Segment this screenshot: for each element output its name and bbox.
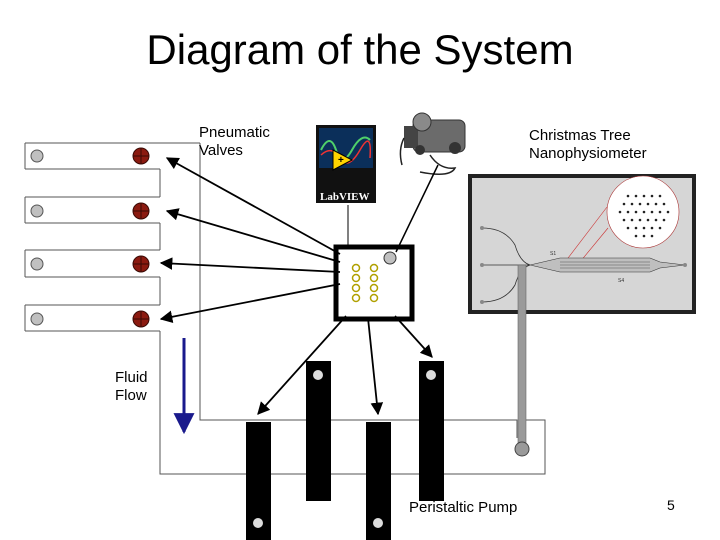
valve-channel-2 xyxy=(24,169,161,224)
air-line xyxy=(395,164,439,253)
svg-text:LabVIEW: LabVIEW xyxy=(320,191,370,203)
pump-roller-3 xyxy=(366,422,391,540)
page-number: 5 xyxy=(667,497,675,513)
fluid-flow-label: Fluid Flow xyxy=(115,369,148,404)
pneumatic-valves-label: Pneumatic Valves xyxy=(199,124,270,159)
controller-port xyxy=(383,251,397,265)
svg-text:+: + xyxy=(338,155,344,166)
pump-roller-1 xyxy=(246,422,271,540)
device-label-s4: S4 xyxy=(618,278,624,284)
manifold-channel xyxy=(159,143,546,475)
labview-logo: + LabVIEW xyxy=(316,125,376,203)
outlet-tube xyxy=(514,264,530,457)
device-label-s1: S1 xyxy=(550,251,556,257)
nanophysiometer: S1 S4 xyxy=(468,174,696,314)
compressor-icon xyxy=(399,112,466,175)
valve-port-4 xyxy=(30,312,44,326)
valve-port-1 xyxy=(30,149,44,163)
valve-arrows xyxy=(159,157,341,324)
peristaltic-pump-label: Peristaltic Pump xyxy=(409,499,518,516)
slide-title: Diagram of the System xyxy=(146,26,574,73)
valve-channel-1 xyxy=(24,142,200,170)
christmas-tree-label: Christmas Tree Nanophysiometer xyxy=(529,127,647,162)
valve-port-2 xyxy=(30,204,44,218)
valve-channel-3 xyxy=(24,223,161,278)
valve-port-3 xyxy=(30,257,44,271)
valve-controller xyxy=(333,244,415,322)
valve-channel-4 xyxy=(24,277,161,332)
pump-roller-2 xyxy=(306,361,331,501)
pump-roller-4 xyxy=(419,361,444,501)
pump-arrows xyxy=(257,315,433,416)
